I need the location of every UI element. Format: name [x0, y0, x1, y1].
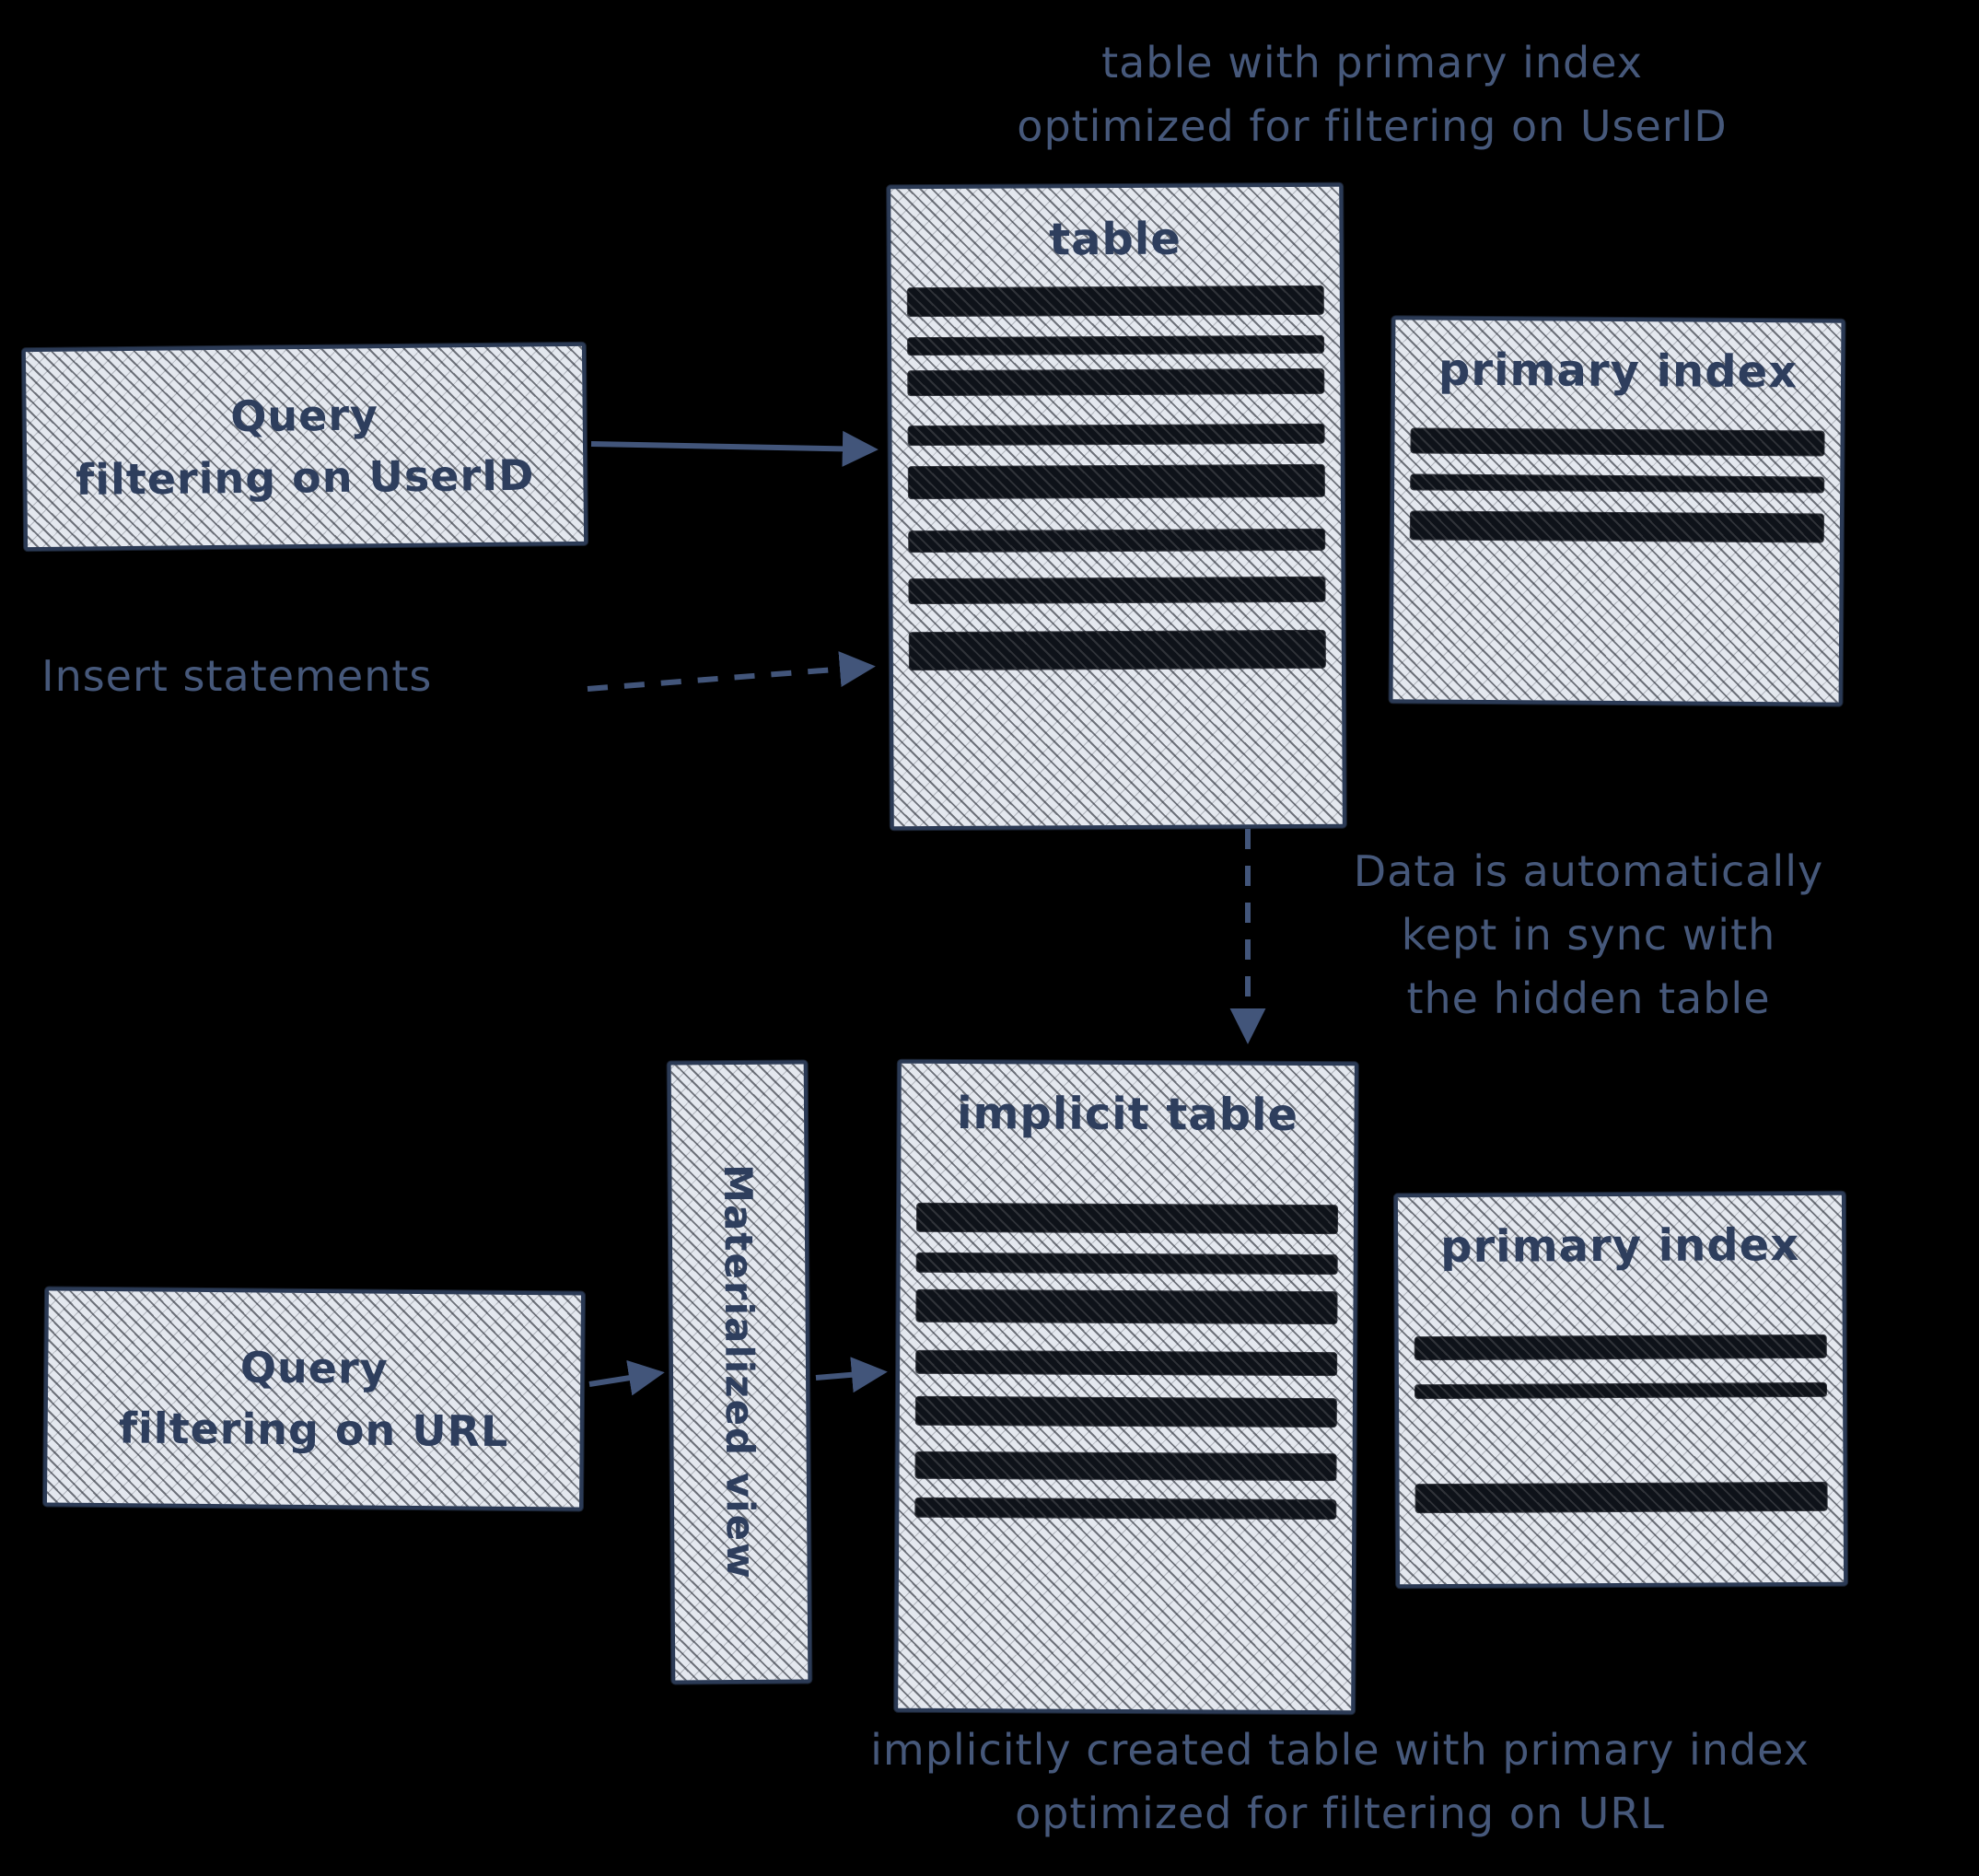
table-row [916, 1289, 1337, 1324]
sync-note: Data is automatically kept in sync with … [1353, 846, 1824, 1023]
table-row [909, 529, 1325, 553]
primary-index-top-label: primary index [1438, 344, 1799, 399]
index-row [1411, 428, 1824, 456]
materialized-view-box: Materialized view [667, 1060, 812, 1684]
primary-index-bottom-label: primary index [1440, 1218, 1800, 1274]
table-row [909, 577, 1325, 604]
query-url-to-mv-arrow [588, 1359, 665, 1396]
table-row [908, 335, 1324, 355]
table-row [916, 1203, 1338, 1234]
table-row [907, 285, 1323, 317]
table-row [915, 1451, 1336, 1481]
index-row [1414, 1382, 1827, 1399]
table-row [908, 424, 1324, 446]
index-row [1411, 474, 1824, 493]
table-row [909, 630, 1325, 670]
query-url-box: Query filtering on URL [42, 1287, 586, 1511]
insert-statements-dashed-arrow [587, 651, 876, 692]
index-row [1410, 511, 1823, 542]
query-userid-to-table-arrow [590, 430, 879, 467]
table-label: table [1048, 213, 1182, 266]
caption-top-table: table with primary index optimized for f… [1017, 38, 1728, 151]
implicit-table-label: implicit table [956, 1088, 1299, 1141]
query-userid-label: Query filtering on UserID [75, 390, 535, 505]
implicit-table-box: implicit table [894, 1059, 1358, 1715]
table-row [908, 368, 1324, 396]
index-row [1414, 1334, 1826, 1360]
insert-statements-label: Insert statements [41, 651, 433, 701]
table-row [915, 1396, 1336, 1427]
mv-to-implicit-table-arrow [815, 1357, 888, 1393]
table-box: table [887, 182, 1346, 831]
table-row [915, 1497, 1336, 1520]
query-url-label: Query filtering on URL [118, 1342, 509, 1456]
materialized-view-label: Materialized view [715, 1164, 764, 1580]
table-row [916, 1350, 1337, 1376]
primary-index-top-box: primary index [1389, 316, 1845, 706]
table-row [916, 1253, 1337, 1275]
primary-index-bottom-box: primary index [1393, 1191, 1848, 1589]
index-row [1415, 1482, 1827, 1513]
table-row [908, 464, 1324, 499]
query-userid-box: Query filtering on UserID [21, 342, 588, 552]
caption-bottom-table: implicitly created table with primary in… [870, 1725, 1810, 1838]
